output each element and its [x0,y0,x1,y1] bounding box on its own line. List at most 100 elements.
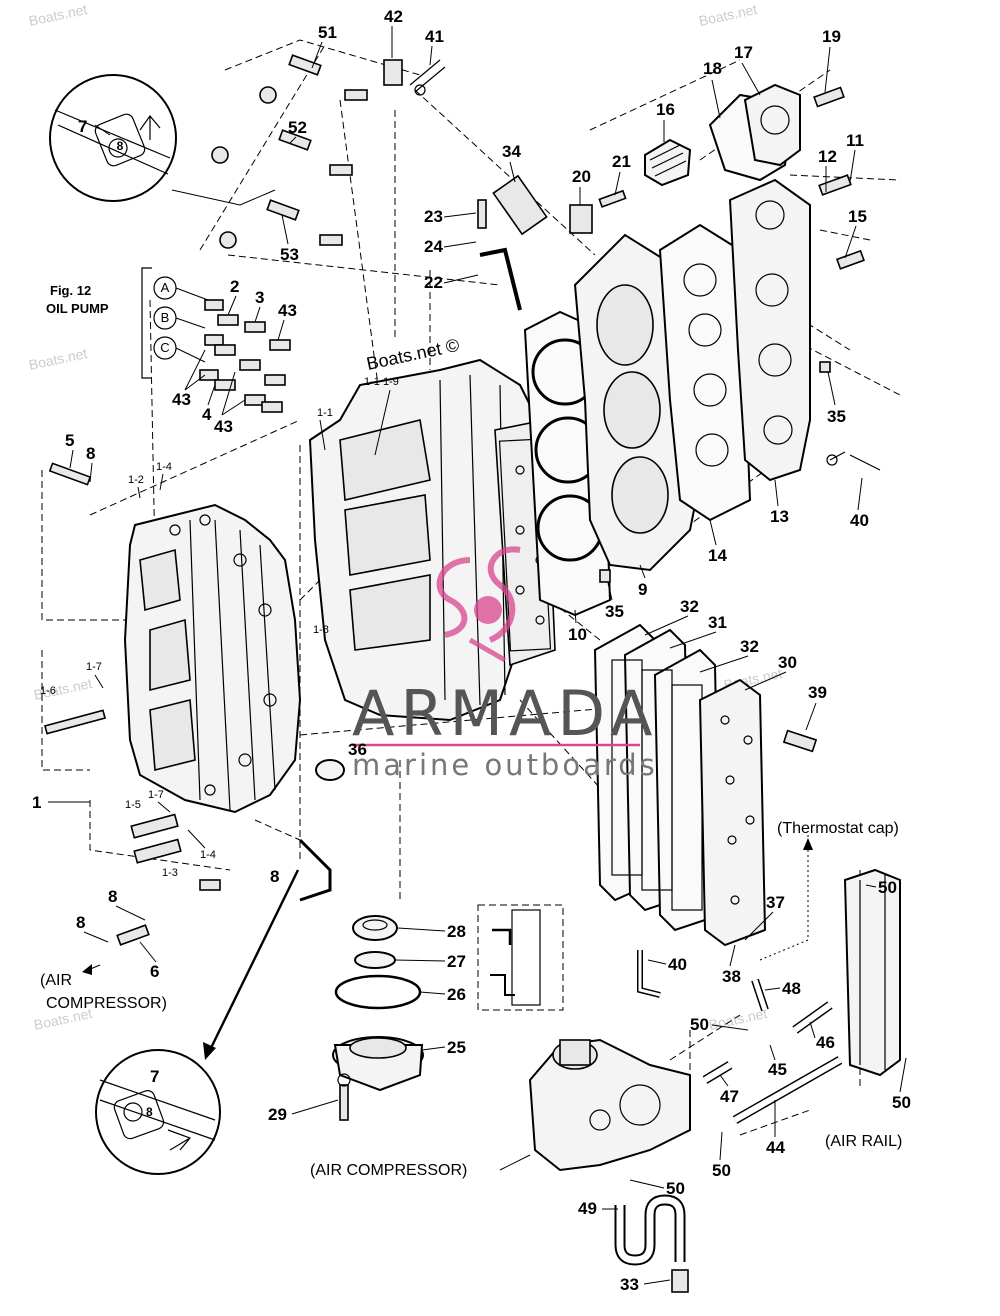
circle-letter-a: A [161,280,170,295]
callout-29: 29 [268,1105,287,1124]
callout-3: 3 [255,288,264,307]
callout-2: 2 [230,277,239,296]
callout-53: 53 [280,245,299,264]
callout-30: 30 [778,653,797,672]
callout-21: 21 [612,152,631,171]
callout-36: 36 [348,740,367,759]
caption-air-rail: (AIR RAIL) [825,1133,902,1150]
callouts: 51 42 41 19 17 18 16 11 12 15 52 53 34 2… [32,7,911,1294]
captions: (AIR COMPRESSOR) (AIR COMPRESSOR) (AIR R… [40,820,902,1179]
svg-text:8: 8 [146,1105,153,1119]
callout-8: 8 [76,913,85,932]
callout-1-3: 1-3 [162,867,178,879]
caption-air-compressor-1: (AIR [40,972,72,989]
callout-46: 46 [816,1033,835,1052]
callout-1-9: 1-9 [383,376,399,388]
callout-50: 50 [712,1161,731,1180]
callout-35: 35 [827,407,846,426]
brand-watermark: ARMADA marine outboards [352,546,658,782]
callout-8: 8 [270,867,279,886]
callout-48: 48 [782,979,801,998]
callout-50: 50 [878,878,897,897]
callout-24: 24 [424,237,443,256]
air-rail [843,868,901,1077]
brand-name: ARMADA [352,677,658,750]
callout-47: 47 [720,1087,739,1106]
brand-tagline: marine outboards [352,748,658,782]
callout-35: 35 [605,602,624,621]
inset-bottom: 8 7 [95,869,300,1175]
callout-1-7: 1-7 [86,661,102,673]
callout-9: 9 [638,580,647,599]
hoses [479,247,881,1293]
oil-pump-reference: Fig. 12 OIL PUMP A B C [46,267,209,379]
callout-34: 34 [502,142,521,161]
callout-17: 17 [734,43,753,62]
callout-11: 11 [846,131,864,150]
callout-10: 10 [568,625,587,644]
callout-26: 26 [447,985,466,1004]
callout-5: 5 [65,431,74,450]
callout-1-5: 1-5 [125,799,141,811]
crankcase-left [123,503,302,814]
head-cover [728,178,811,482]
inset-top: 8 7 [49,74,276,206]
fig-ref-line2: OIL PUMP [46,301,109,316]
callout-38: 38 [722,967,741,986]
seal-housing [315,759,424,1092]
watermark-site: Boats.net [697,1,758,29]
caption-air-compressor-2: COMPRESSOR) [46,995,167,1012]
callout-43: 43 [172,390,191,409]
callout-43: 43 [214,417,233,436]
callout-31: 31 [708,613,727,632]
callout-32: 32 [740,637,759,656]
caption-air-compressor-bottom: (AIR COMPRESSOR) [310,1162,467,1179]
callout-15: 15 [848,207,867,226]
fasteners [44,54,865,1121]
callout-19: 19 [822,27,841,46]
caption-thermostat-cap: (Thermostat cap) [777,820,899,837]
watermark-site: Boats.net [27,1,88,29]
callout-43: 43 [278,301,297,320]
callout-1-2: 1-2 [128,474,144,486]
callout-18: 18 [703,59,722,78]
callout-27: 27 [447,952,466,971]
callout-51: 51 [318,23,337,42]
callout-39: 39 [808,683,827,702]
head-cover-gasket [658,223,752,522]
thermostat-cover [708,83,801,182]
callout-44: 44 [766,1138,785,1157]
callout-1-4: 1-4 [156,461,172,473]
label-7: 7 [78,117,87,136]
detail-box [477,904,564,1011]
exhaust-cover [698,678,767,947]
circle-letter-c: C [160,340,169,355]
thermostat [644,138,692,187]
circle-letter-b: B [161,310,170,325]
air-compressor [528,1038,691,1172]
callout-52: 52 [288,118,307,137]
cylinder-block [308,358,556,722]
callout-1-8: 1-8 [313,624,329,636]
callout-40: 40 [850,511,869,530]
callout-1: 1 [32,793,41,812]
fig-ref-line1: Fig. 12 [50,283,91,298]
svg-text:8: 8 [117,139,124,153]
callout-50: 50 [892,1093,911,1112]
callout-25: 25 [447,1038,466,1057]
callout-49: 49 [578,1199,597,1218]
label-7: 7 [150,1067,159,1086]
callout-13: 13 [770,507,789,526]
callout-37: 37 [766,893,785,912]
callout-33: 33 [620,1275,639,1294]
callout-1-1: 1-1 [364,376,380,388]
callout-23: 23 [424,207,443,226]
callout-1-1: 1-1 [317,407,333,419]
callout-6: 6 [150,962,159,981]
callout-20: 20 [572,167,591,186]
callout-41: 41 [425,27,444,46]
callout-1-4: 1-4 [200,849,216,861]
callout-32: 32 [680,597,699,616]
